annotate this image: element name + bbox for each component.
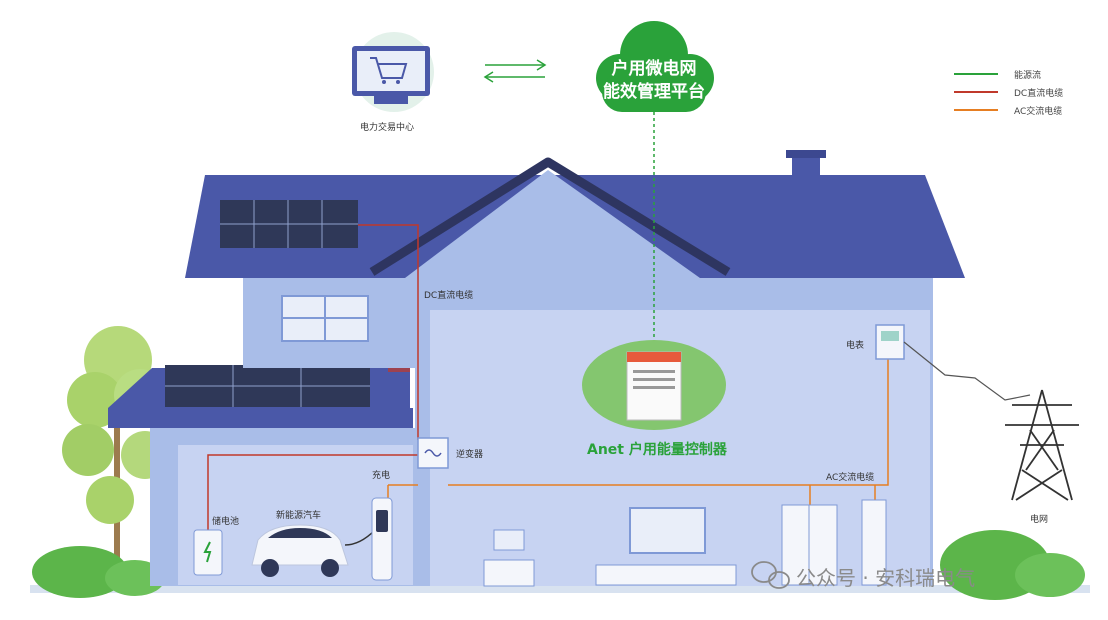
meter-device: [875, 324, 905, 360]
trading-center-icon: [352, 32, 434, 112]
legend-label-energy: 能源流: [1014, 71, 1042, 81]
cloud-title-line1: 户用微电网: [611, 59, 697, 79]
bush-left: [32, 546, 128, 598]
watermark-text: 公众号 · 安科瑞电气: [796, 566, 976, 590]
solar-panel-lower: [165, 365, 370, 407]
label-grid: 电网: [1030, 515, 1049, 525]
cloud-icon: [596, 21, 714, 112]
controller-label: Anet 户用能量控制器: [587, 442, 727, 458]
label-battery: 储电池: [212, 517, 240, 527]
label-trading-center: 电力交易中心: [360, 123, 415, 133]
wechat-icon: [751, 561, 790, 589]
grid-line: [903, 341, 1031, 401]
label-ev: 新能源汽车: [276, 511, 322, 521]
exchange-arrows-icon: [483, 59, 547, 83]
gable: [405, 170, 700, 278]
label-charging: 充电: [372, 471, 391, 481]
tv: [629, 507, 706, 554]
legend-label-dc: DC直流电缆: [1014, 89, 1064, 99]
solar-panel-roof: [220, 200, 358, 248]
ground: [30, 585, 1090, 593]
left-wing-roof: [108, 408, 413, 428]
tv-cabinet: [595, 564, 737, 586]
ac-cable-line: [448, 355, 889, 486]
dc-cable-line: [358, 224, 419, 440]
chimney: [792, 156, 820, 176]
label-inverter: 逆变器: [456, 450, 484, 460]
cloud-title-line2: 能效管理平台: [603, 82, 705, 102]
legend-label-ac: AC交流电缆: [1014, 107, 1063, 117]
transmission-tower: [1005, 389, 1079, 501]
label-meter: 电表: [846, 341, 865, 351]
air-conditioner: [861, 499, 887, 586]
label-dc-cable: DC直流电缆: [424, 291, 474, 301]
ev-car: [251, 524, 349, 577]
label-ac-cable: AC交流电缆: [826, 473, 875, 483]
